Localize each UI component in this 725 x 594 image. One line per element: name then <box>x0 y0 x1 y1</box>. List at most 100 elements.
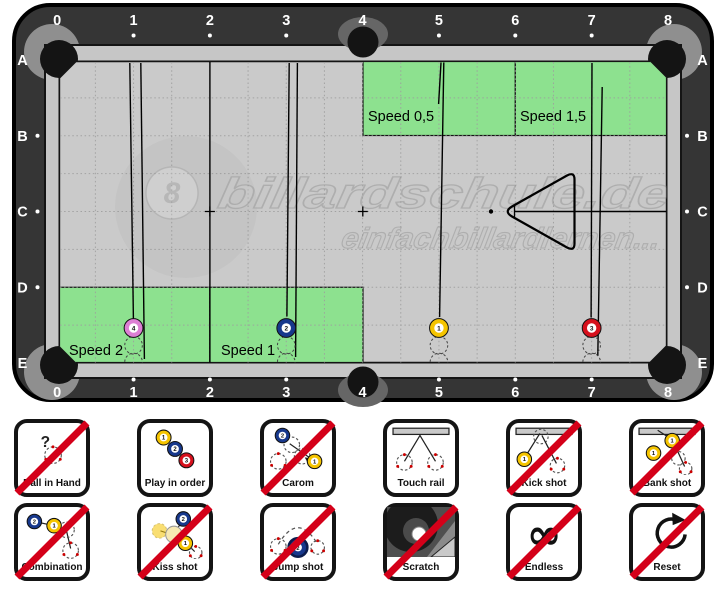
svg-text:∞: ∞ <box>527 511 562 558</box>
rail-number-top: 5 <box>435 13 443 29</box>
diamond-dot <box>685 285 689 290</box>
rail-number-top: 1 <box>130 13 138 29</box>
rail-number-bottom: 8 <box>664 385 672 401</box>
button-ball-in-hand[interactable]: ?Ball in Hand <box>14 419 90 497</box>
svg-text:2: 2 <box>33 520 36 526</box>
button-label: Kiss shot <box>152 562 198 573</box>
ghost-ball-position <box>429 352 449 363</box>
endless-icon: ∞ <box>510 507 578 562</box>
center-spot-cross <box>357 206 368 217</box>
svg-text:2: 2 <box>173 447 177 453</box>
jump-shot-icon: 2 <box>264 507 332 562</box>
rail-number-top: 7 <box>588 13 596 29</box>
rail-number-bottom: 6 <box>511 385 519 401</box>
diamond-dot <box>131 33 136 38</box>
rail-letter-left: D <box>17 280 27 296</box>
rail-number-top: 3 <box>282 13 290 29</box>
button-label: Kick shot <box>521 478 567 489</box>
ghost-ball-position <box>582 336 601 355</box>
pocket-top-middle <box>347 26 379 58</box>
diamond-dot <box>35 133 40 138</box>
rail-number-top: 2 <box>206 13 214 29</box>
rail-letter-right: D <box>697 280 707 296</box>
button-label: Play in order <box>144 478 206 489</box>
diamond-dot <box>513 377 518 382</box>
svg-text:1: 1 <box>162 436 166 442</box>
rail-number-bottom: 7 <box>588 385 596 401</box>
scratch-icon <box>387 507 455 562</box>
rail-letter-right: C <box>697 205 708 221</box>
rail-letter-left: B <box>17 129 27 145</box>
button-label: Scratch <box>402 562 440 573</box>
ghost-ball-position <box>124 352 143 363</box>
ball-4[interactable]: 4 <box>123 318 144 338</box>
foot-spot <box>488 209 494 214</box>
button-reset[interactable]: Reset <box>629 503 705 581</box>
speed-zone-label: Speed 1 <box>221 343 275 359</box>
ball-1[interactable]: 1 <box>429 318 449 338</box>
button-label: Reset <box>653 562 681 573</box>
ball-number: 1 <box>437 325 441 332</box>
rail-number-bottom: 2 <box>206 385 214 401</box>
kick-shot-icon: 1 <box>510 423 578 478</box>
billiard-table: 8 billardschule.de einfachbillardlernen.… <box>12 3 714 407</box>
button-touch-rail[interactable]: Touch rail <box>383 419 459 497</box>
speed-zone-label: Speed 1,5 <box>520 109 586 125</box>
ball-2[interactable]: 2 <box>276 318 297 338</box>
touch-rail-icon <box>387 423 455 478</box>
rail-number-top: 6 <box>511 13 519 29</box>
svg-text:3: 3 <box>185 458 189 464</box>
button-label: Combination <box>21 562 83 573</box>
ghost-ball-position <box>276 336 296 355</box>
button-scratch[interactable]: Scratch <box>383 503 459 581</box>
button-endless[interactable]: ∞Endless <box>506 503 582 581</box>
speed-zone-label: Speed 2 <box>69 343 123 359</box>
head-spot-cross <box>204 206 215 217</box>
ball-3[interactable]: 3 <box>581 318 602 338</box>
rail-number-bottom: 1 <box>130 385 138 401</box>
diamond-dot <box>35 285 40 290</box>
rail-number-bottom: 3 <box>282 385 290 401</box>
watermark-badge: 8 <box>164 177 181 210</box>
rail-letter-right: E <box>698 356 708 372</box>
ball-in-hand-icon: ? <box>18 423 86 478</box>
pocket-bottom-middle <box>347 366 379 398</box>
button-label: Touch rail <box>397 478 445 489</box>
diamond-dot <box>589 377 594 382</box>
rail-letter-left: A <box>17 53 28 69</box>
rail-number-top: 0 <box>53 13 61 29</box>
diamond-dot <box>284 377 289 382</box>
speed-zone <box>514 61 667 137</box>
svg-text:2: 2 <box>182 517 185 523</box>
rail-number-top: 8 <box>664 13 672 29</box>
button-label: Bank shot <box>642 478 692 489</box>
button-label: Ball in Hand <box>23 478 81 489</box>
rail-number-bottom: 5 <box>435 385 443 401</box>
rail-letter-right: B <box>697 129 707 145</box>
rail-number-bottom: 0 <box>53 385 61 401</box>
reset-icon <box>633 507 701 562</box>
ball-number: 3 <box>590 325 594 332</box>
diamond-dot <box>589 33 594 38</box>
ghost-ball-position <box>582 352 601 363</box>
ghost-ball-position <box>276 352 296 363</box>
diamond-dot <box>207 377 212 382</box>
play-in-order-icon: 1 2 3 <box>141 423 209 478</box>
watermark-line2: einfachbillardlernen... <box>339 223 663 255</box>
cue-lines <box>129 62 603 360</box>
rail-letter-right: A <box>697 53 708 69</box>
ball-number: 2 <box>284 325 288 332</box>
ghost-ball-position <box>429 336 449 355</box>
